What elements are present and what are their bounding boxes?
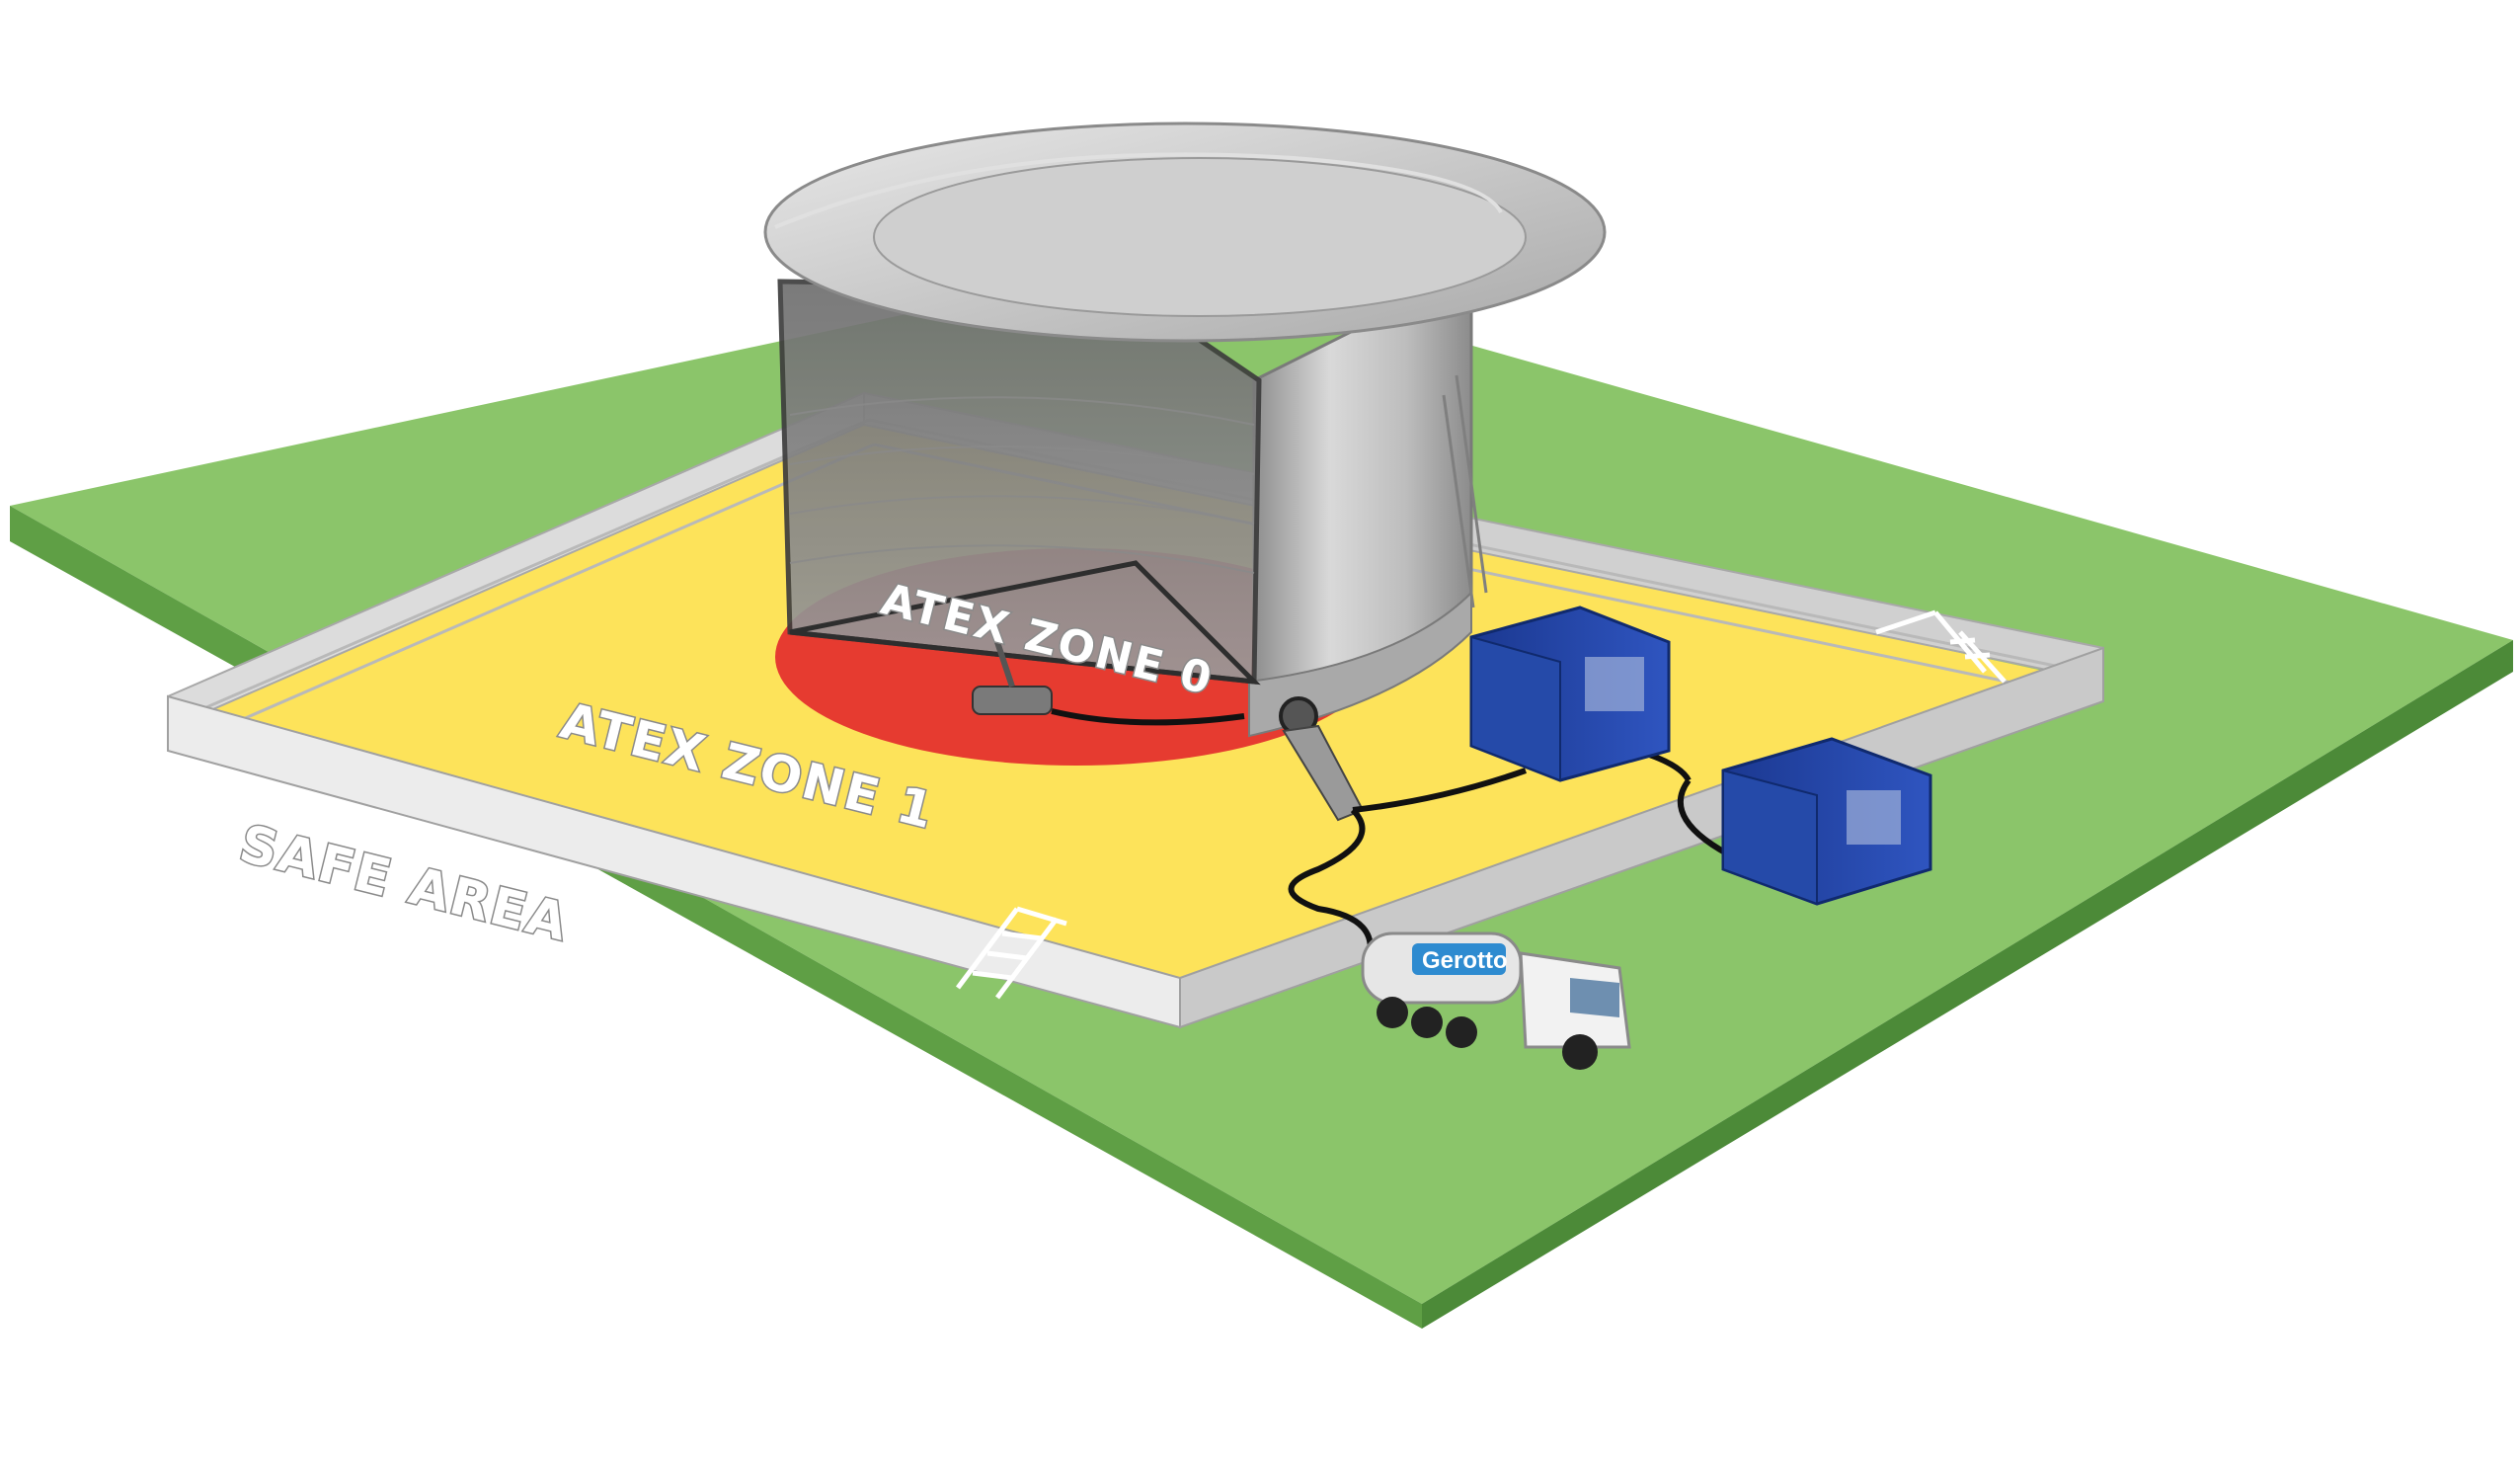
robot-crawler <box>972 611 1053 715</box>
container-2 <box>1721 737 1932 906</box>
ladder-front <box>956 906 1067 1000</box>
vent-icon <box>1847 790 1901 845</box>
manway-hatch <box>1279 696 1365 822</box>
storage-tank <box>763 121 1607 766</box>
vent-icon <box>1585 657 1644 711</box>
vacuum-truck: Gerotto <box>1361 931 1631 1070</box>
truck-logo-panel <box>1412 943 1506 975</box>
ladder-right <box>1875 609 2007 684</box>
truck-brand-text: Gerotto <box>1422 947 1508 974</box>
truck-wheels <box>1377 997 1598 1070</box>
container-1 <box>1469 606 1671 782</box>
